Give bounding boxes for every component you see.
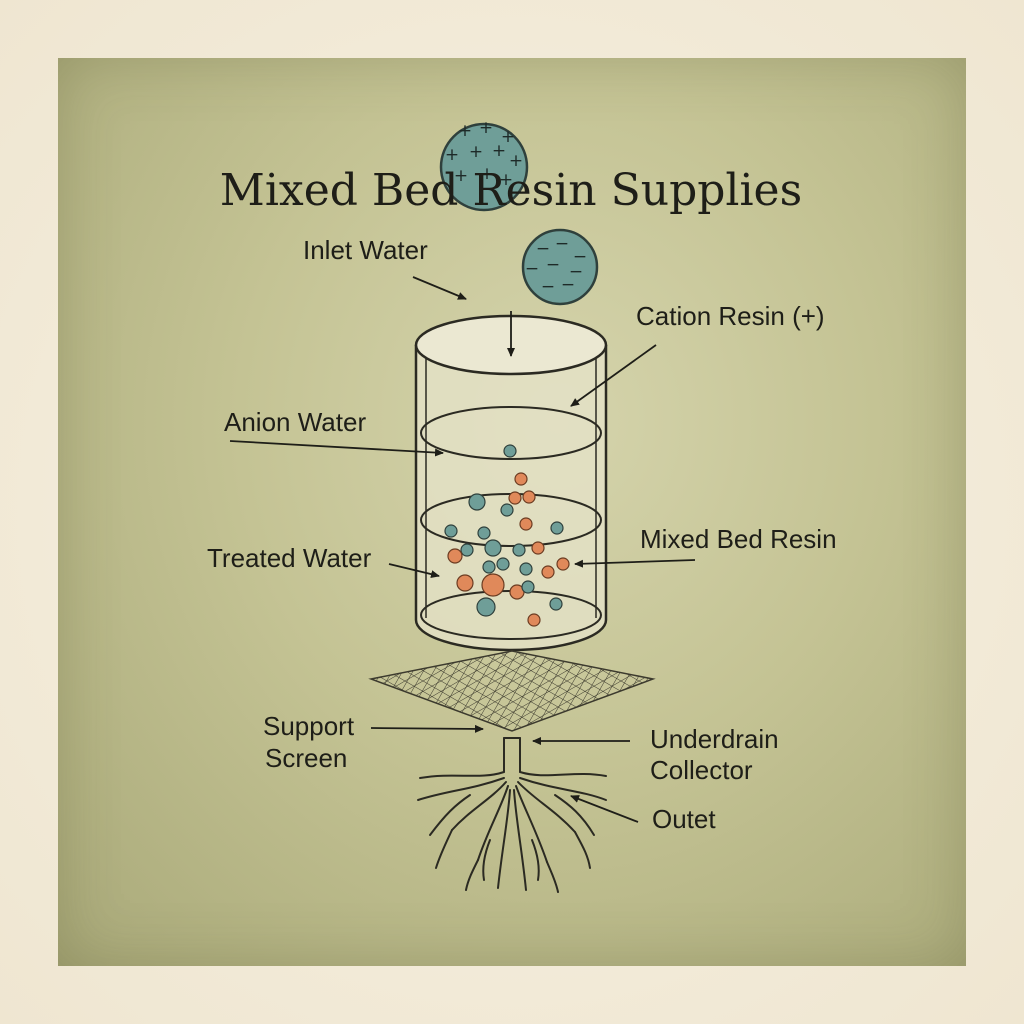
cation-resin-arrow [570,344,657,407]
bead [519,517,533,531]
label-cation-resin: Cation Resin (+) [636,301,825,331]
bead [556,557,570,571]
label-mixed-bed-resin: Mixed Bed Resin [640,524,837,554]
bead [460,543,474,557]
plus-sign-icon: + [480,164,494,184]
outlet-arrow [570,795,639,823]
plus-sign-icon: + [509,151,523,171]
bead [500,503,514,517]
bead [481,573,505,597]
label-treated-water: Treated Water [207,543,372,573]
bead [508,491,522,505]
support-screen-arrow [370,724,484,733]
plus-sign-icon: + [445,145,459,165]
bead [531,541,545,555]
plus-sign-icon: + [501,127,515,147]
bead [477,526,491,540]
minus-sign-icon: − [541,277,555,297]
bead [550,521,564,535]
bead [496,557,510,571]
bead [476,597,496,617]
plus-sign-icon: + [469,142,483,162]
bead [527,613,541,627]
bead [519,562,533,576]
minus-sign-icon: − [555,234,569,254]
bead [512,543,526,557]
bead [484,539,502,557]
cation-bead-icon: ++++++++++ [439,118,529,212]
minus-sign-icon: − [569,262,583,282]
page-title: Mixed Bed Resin Supplies [220,165,802,216]
treated-water-arrow [388,563,440,579]
label-outlet: Outet [652,804,716,834]
bead [482,560,496,574]
inlet-water-arrow [412,276,467,300]
label-underdrain-line2: Collector [650,755,753,785]
bead [468,493,486,511]
underdrain-collector [417,737,607,893]
plus-sign-icon: + [458,121,472,141]
cation-sign-marks: ++++++++++ [445,118,523,190]
bead [456,574,474,592]
plus-sign-icon: + [479,118,493,138]
bead [503,444,517,458]
bead [514,472,528,486]
minus-sign-icon: − [536,239,550,259]
bead [447,548,463,564]
bead [549,597,563,611]
resin-column [414,314,608,652]
minus-sign-icon: − [525,259,539,279]
bead [541,565,555,579]
mixed-bed-resin-arrow [574,559,696,568]
minus-sign-icon: − [546,255,560,275]
bead [521,580,535,594]
plus-sign-icon: + [454,166,468,186]
label-anion-water: Anion Water [224,407,366,437]
resin-beads [444,444,570,627]
label-underdrain-line1: Underdrain [650,724,779,754]
support-screen-mesh [368,650,656,732]
anion-water-arrow [229,440,444,457]
plus-sign-icon: + [492,141,506,161]
bead [522,490,536,504]
minus-sign-icon: − [573,247,587,267]
bead [444,524,458,538]
anion-bead-icon: −−−−−−−− [521,228,599,306]
plus-sign-icon: + [499,170,513,190]
anion-sign-marks: −−−−−−−− [525,234,587,297]
minus-sign-icon: − [561,275,575,295]
label-support-screen-line2: Screen [265,743,347,773]
label-inlet-water: Inlet Water [303,235,428,265]
label-support-screen-line1: Support [263,711,355,741]
leader-lines [229,276,696,823]
